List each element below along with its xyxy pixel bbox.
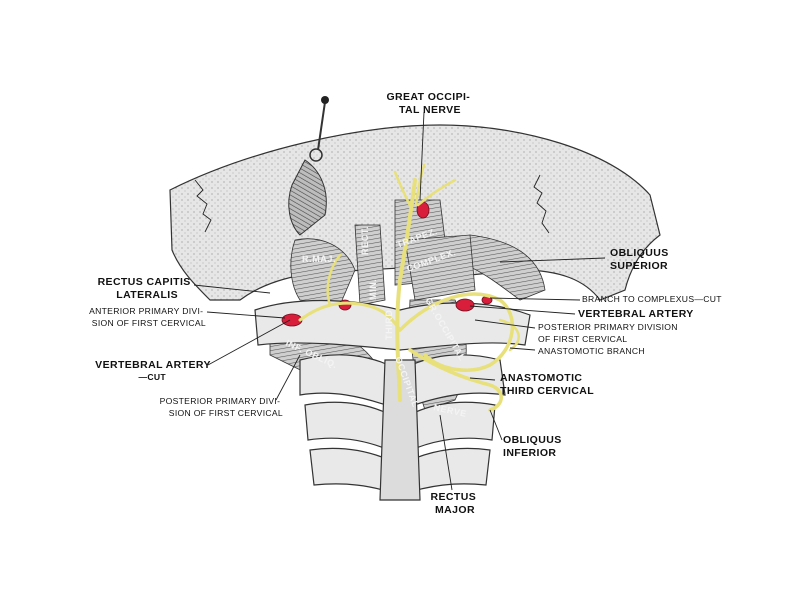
spinous-process-column xyxy=(379,359,421,501)
label-branch-to-complexus: BRANCH TO COMPLEXUS—CUT xyxy=(582,294,722,304)
label-posterior-primary-division-right: POSTERIOR PRIMARY DIVISION OF FIRST CERV… xyxy=(538,322,680,344)
label-obliquus-inferior: OBLIQUUS INFERIOR xyxy=(503,434,565,459)
label-posterior-primary-division-left: POSTERIOR PRIMARY DIVI- SION OF FIRST CE… xyxy=(160,396,283,418)
vertebral-artery-right xyxy=(455,298,475,312)
label-r-maj: R.MAJ. xyxy=(302,254,336,264)
nerves xyxy=(298,163,520,412)
label-anastomotic-third-cervical: ANASTOMOTIC THIRD CERVICAL xyxy=(500,372,594,397)
anastomotic-branch-nerve xyxy=(498,318,520,352)
label-anastomotic-branch: ANASTOMOTIC BRANCH xyxy=(538,346,645,356)
great-occipital-branch-2 xyxy=(414,163,426,207)
label-rect: RECT. xyxy=(360,226,370,255)
great-occipital-branch-1 xyxy=(393,170,414,212)
complexus-muscle xyxy=(404,234,476,301)
skin-flap xyxy=(288,159,327,236)
great-occipital-branch-3 xyxy=(416,178,457,207)
label-rectus-major: RECTUS MAJOR xyxy=(431,491,480,516)
outer-labels: GREAT OCCIPI- TAL NERVE OBLIQUUS SUPERIO… xyxy=(89,91,722,516)
great-occipital-nerve xyxy=(395,178,417,402)
label-obliquus-superior: OBLIQUUS SUPERIOR xyxy=(610,247,672,272)
nerve-to-obliquus-left xyxy=(326,253,342,307)
suboccipital-nerve-left xyxy=(298,301,402,332)
leader-lines xyxy=(193,111,606,491)
obliquus-superior-muscle xyxy=(464,234,546,301)
pin-shaft xyxy=(317,101,326,151)
label-rectus-capitis-lateralis: RECTUS CAPITIS LATERALIS xyxy=(98,276,194,301)
label-min: MIN. xyxy=(368,279,378,300)
label-anterior-primary-division: ANTERIOR PRIMARY DIVI- SION OF FIRST CER… xyxy=(89,306,206,328)
label-great-occipital-nerve: GREAT OCCIPI- TAL NERVE xyxy=(386,91,473,116)
lambdoid-suture-right xyxy=(533,174,550,234)
pin-head xyxy=(321,96,329,104)
third-occipital-nerve xyxy=(408,348,503,412)
pin-loop xyxy=(309,148,323,162)
rectus-minor-left xyxy=(354,224,386,306)
lambdoid-suture-left xyxy=(194,179,212,233)
label-vertebral-artery-right: VERTEBRAL ARTERY xyxy=(578,308,694,320)
occipital-artery-left xyxy=(338,299,352,311)
label-vertebral-artery-cut: VERTEBRAL ARTERY —CUT xyxy=(95,359,214,382)
label-third: THIRD xyxy=(384,310,394,341)
